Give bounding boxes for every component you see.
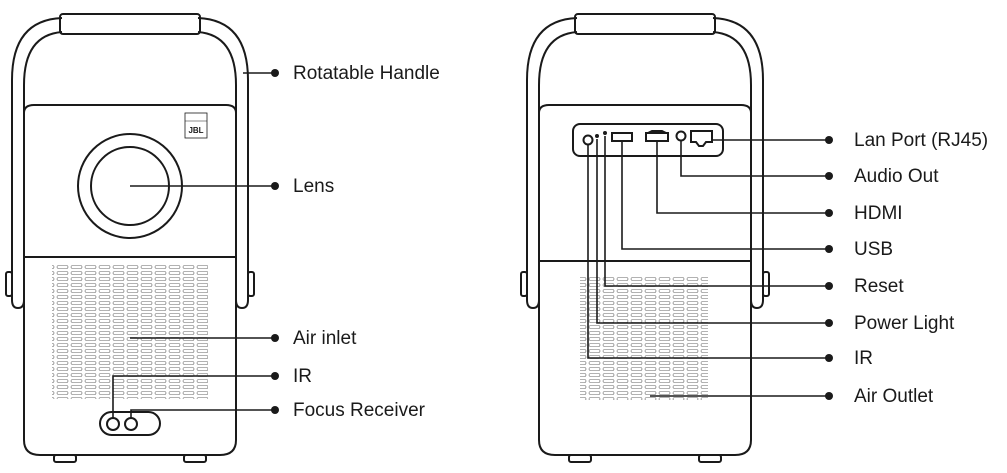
body [23, 104, 237, 456]
label-rotatable-handle: Rotatable Handle [293, 63, 440, 84]
label-lan-port: Lan Port (RJ45) [854, 130, 989, 151]
label-lens: Lens [293, 176, 335, 197]
jbl-logo-text: JBL [188, 126, 203, 135]
label-power-light: Power Light [854, 313, 955, 334]
label-air-inlet: Air inlet [293, 328, 357, 349]
label-ir-front: IR [293, 366, 312, 387]
back-projector [520, 13, 829, 463]
leader-dots [271, 69, 833, 414]
front-projector [5, 13, 275, 463]
label-audio-out: Audio Out [854, 166, 939, 187]
jbl-logo [184, 112, 208, 139]
label-usb: USB [854, 239, 894, 260]
label-ir-back: IR [854, 348, 873, 369]
air-outlet-grille [580, 276, 708, 400]
handle [11, 17, 249, 300]
focus-receiver-panel [99, 411, 161, 436]
label-focus-receiver: Focus Receiver [293, 400, 425, 421]
label-reset: Reset [854, 276, 904, 297]
air-inlet-grille [52, 265, 208, 399]
label-hdmi: HDMI [854, 203, 903, 224]
label-air-outlet: Air Outlet [854, 386, 934, 407]
